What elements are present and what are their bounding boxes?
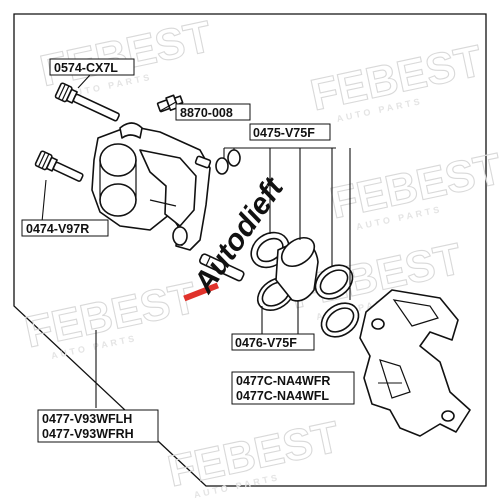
caliper-body — [91, 122, 212, 251]
diagram-frame — [13, 13, 487, 487]
watermark-6: FEBEST AUTO PARTS — [163, 412, 344, 500]
leader-lines — [41, 74, 402, 408]
label-box-bracket — [231, 371, 355, 405]
pin-boot — [215, 149, 241, 175]
label-box-caliper — [37, 409, 159, 443]
label-box-bolt-left — [21, 219, 109, 237]
label-seal-kit: 0476-V75F — [235, 336, 297, 350]
watermark-2: FEBEST AUTO PARTS — [306, 36, 487, 124]
label-box-bolt-top — [49, 58, 135, 76]
label-piston-kit: 0475-V75F — [253, 126, 315, 140]
label-bracket-l: 0477C-NA4WFL — [236, 389, 329, 403]
label-bracket-r: 0477C-NA4WFR — [236, 374, 330, 388]
label-bolt-top: 0574-CX7L — [54, 61, 118, 75]
label-caliper-rh: 0477-V93WFRH — [42, 427, 134, 441]
label-bolt-left: 0474-V97R — [26, 222, 89, 236]
watermark-3: FEBEST AUTO PARTS — [325, 144, 500, 232]
label-box-piston-kit — [249, 123, 331, 141]
label-bleeder: 8870-008 — [180, 106, 233, 120]
guide-bolt-left — [34, 150, 84, 182]
guide-bolt-top — [54, 82, 120, 122]
label-caliper-lh: 0477-V93WFLH — [42, 412, 132, 426]
watermark-4: FEBEST AUTO PARTS — [20, 273, 201, 361]
piston-seal-set — [250, 231, 360, 338]
slide-pin — [199, 253, 245, 282]
bleeder-screw — [156, 94, 184, 113]
caliper-bracket — [359, 289, 471, 437]
part-labels: 0574-CX7L 8870-008 0475-V75F 0474-V97R 0… — [21, 58, 355, 443]
label-box-bleeder — [175, 103, 251, 121]
label-box-seal-kit — [231, 333, 315, 351]
logo-slash — [183, 282, 219, 302]
